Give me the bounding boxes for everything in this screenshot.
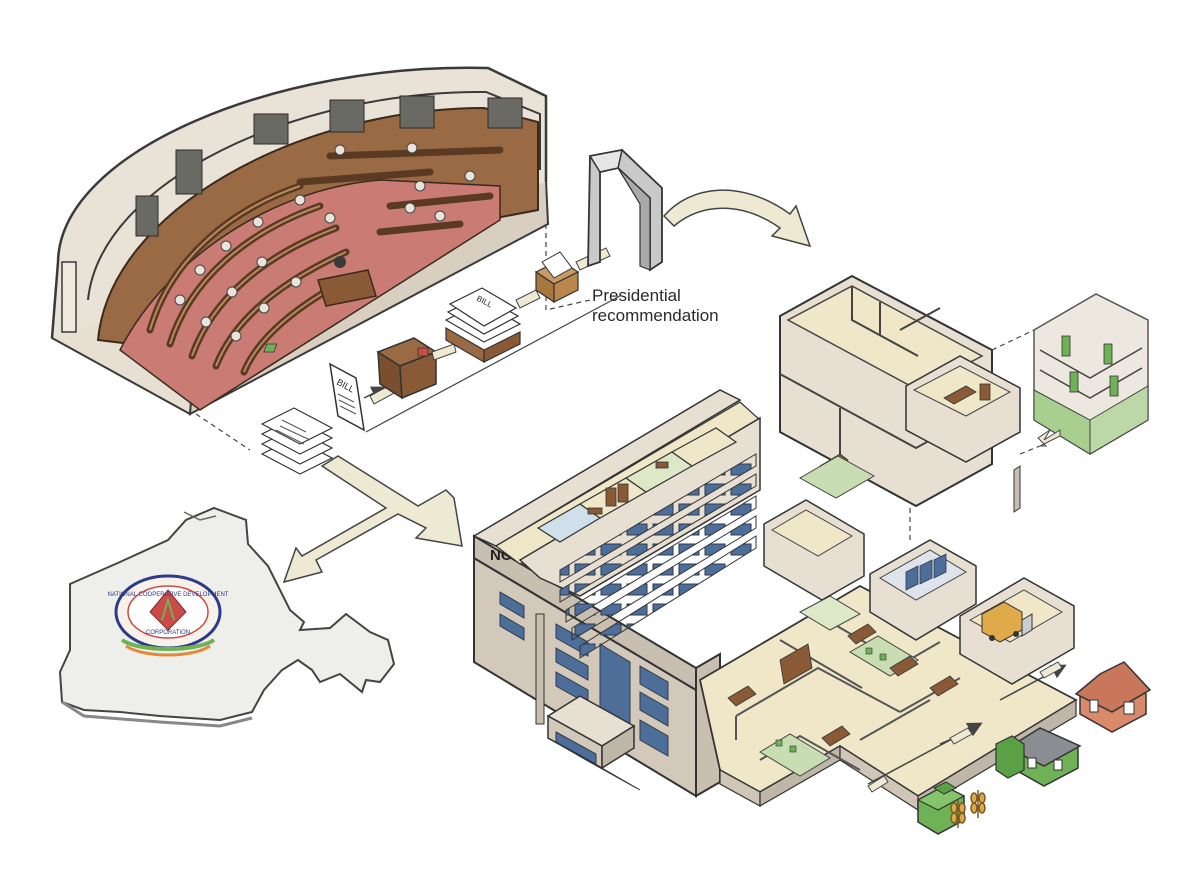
document-tray-icon: [534, 251, 580, 304]
ballot-box-icon: [263, 337, 438, 400]
bill-stack-icon: [260, 407, 334, 475]
leader-lines: [195, 224, 591, 451]
ncdc-headquarters-icon: NCDC: [472, 389, 762, 798]
upper-office-building: [779, 274, 1021, 513]
bill-document-icon: BILL: [329, 362, 365, 432]
parliament-chamber-icon: [50, 66, 550, 416]
wheat-icon: [950, 790, 986, 828]
gateway-arch-icon: [587, 149, 663, 272]
farm-flow: [867, 661, 1067, 793]
flow-arrow-split: [282, 455, 463, 584]
ncdc-emblem-icon: NATIONAL COOPERATIVE DEVELOPMENT CORPORA…: [108, 574, 229, 657]
farm-house-icon: [1074, 661, 1152, 733]
presidential-label-line2: recommendation: [592, 306, 719, 325]
green-annex-building: [1033, 293, 1149, 455]
connector-lines-right: [909, 329, 1041, 540]
india-map-icon: NATIONAL COOPERATIVE DEVELOPMENT CORPORA…: [58, 506, 396, 728]
flow-baseline: [365, 295, 621, 433]
presidential-label-line1: Presidential: [592, 286, 681, 305]
farm-house-icon: [995, 727, 1082, 787]
truck-icon: [981, 601, 1033, 643]
presidential-recommendation-label: Presidential recommendation: [592, 286, 719, 326]
bill-paper-stack-icon: BILL: [444, 287, 522, 364]
emblem-top-text: NATIONAL COOPERATIVE DEVELOPMENT: [108, 592, 229, 598]
flow-arrow-to-building: [662, 189, 812, 248]
emblem-bottom-text: CORPORATION: [146, 630, 190, 636]
